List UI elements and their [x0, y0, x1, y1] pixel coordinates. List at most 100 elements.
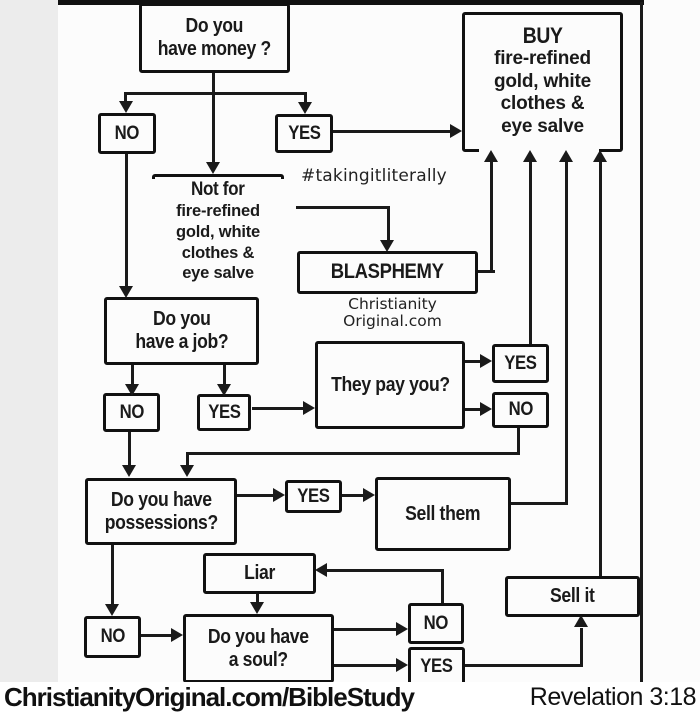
flow-line — [332, 130, 452, 133]
caption-band: ChristianityOriginal.com/BibleStudy Reve… — [0, 682, 700, 713]
arrowhead-up — [484, 150, 498, 162]
node-pay-yes: YES — [492, 344, 549, 383]
arrowhead-down — [298, 102, 312, 114]
node-have-money-label: Do you have money ? — [157, 15, 272, 60]
flow-line — [256, 593, 259, 604]
flow-line — [124, 92, 307, 95]
flow-line — [128, 431, 131, 467]
node-pay-no: NO — [492, 392, 549, 428]
flow-line — [141, 634, 173, 637]
arrowhead-up — [593, 150, 607, 162]
node-pay-yes-label: YES — [504, 352, 537, 374]
flow-line — [490, 161, 493, 273]
node-money-no-label: NO — [114, 122, 140, 144]
node-money-yes: YES — [275, 114, 333, 153]
flow-line — [131, 365, 134, 386]
flow-line — [511, 502, 568, 505]
node-money-yes-label: YES — [287, 122, 321, 144]
arrowhead-down — [180, 465, 194, 477]
top-border-bar — [58, 0, 644, 5]
node-buy-title: BUY — [522, 23, 563, 48]
arrowhead-down — [217, 384, 231, 396]
node-have-soul: Do you have a soul? — [183, 614, 334, 683]
node-soul-no-label: NO — [423, 612, 449, 634]
flow-line — [223, 365, 226, 386]
flow-line — [236, 494, 276, 497]
node-liar: Liar — [203, 553, 316, 594]
node-pay-no-label: NO — [508, 399, 533, 421]
left-margin-strip — [0, 0, 58, 684]
node-have-job-label: Do you have a job? — [135, 308, 228, 353]
node-soul-no: NO — [408, 603, 464, 644]
node-they-pay-you-label: They pay you? — [330, 373, 450, 396]
flow-line — [327, 569, 444, 572]
flow-line — [186, 452, 189, 466]
caption-website: ChristianityOriginal.com/BibleStudy — [4, 682, 415, 712]
node-buy: BUY fire-refined gold, white clothes & e… — [462, 12, 623, 152]
flow-line — [599, 161, 602, 576]
arrowhead-down — [105, 604, 119, 616]
node-sell-them-label: Sell them — [405, 502, 481, 525]
arrowhead-right — [480, 402, 492, 416]
node-possessions: Do you have possessions? — [85, 478, 237, 545]
watermark-text: Christianity Original.com — [343, 295, 442, 331]
arrowhead-down — [122, 465, 136, 477]
node-soul-yes-label: YES — [420, 655, 453, 677]
flow-line — [124, 92, 127, 102]
node-have-money: Do you have money ? — [139, 3, 290, 73]
arrowhead-down — [119, 286, 133, 298]
node-have-soul-label: Do you have a soul? — [208, 625, 309, 671]
arrowhead-right — [396, 622, 408, 636]
arrowhead-right — [480, 354, 492, 368]
node-money-no: NO — [98, 113, 156, 154]
flow-line — [125, 153, 128, 287]
arrowhead-up — [523, 150, 537, 162]
node-blasphemy: BLASPHEMY — [297, 251, 478, 294]
arrowhead-down — [250, 602, 264, 614]
node-sell-them: Sell them — [375, 477, 511, 551]
flow-line — [304, 92, 307, 103]
node-possessions-no-label: NO — [100, 626, 125, 648]
node-not-for-items: fire-refined gold, white clothes & eye s… — [176, 202, 260, 283]
node-possessions-label: Do you have possessions? — [104, 488, 218, 534]
buy-box-bottom-gap — [479, 148, 599, 156]
arrowhead-right — [303, 401, 315, 415]
arrowhead-right — [363, 488, 375, 502]
arrowhead-down — [119, 101, 133, 113]
flow-line — [285, 206, 390, 209]
arrowhead-left — [315, 563, 327, 577]
flow-line — [333, 664, 398, 667]
arrowhead-down — [125, 384, 139, 396]
node-not-for-title: Not for — [191, 179, 245, 200]
flow-line — [565, 161, 568, 505]
arrowhead-right — [450, 124, 462, 138]
node-not-for-text: Not for fire-refined gold, white clothes… — [140, 179, 296, 285]
arrowhead-up — [559, 150, 573, 162]
flow-line — [529, 161, 532, 344]
arrowhead-right — [273, 488, 285, 502]
node-possessions-no: NO — [84, 616, 141, 658]
node-possessions-yes-label: YES — [297, 485, 330, 507]
flow-line — [580, 628, 583, 667]
flow-line — [212, 72, 215, 164]
flow-line — [517, 428, 520, 455]
flow-line — [465, 408, 483, 411]
flow-line — [387, 206, 390, 241]
flow-line — [186, 452, 520, 455]
node-sell-it: Sell it — [505, 576, 640, 617]
flow-line — [464, 664, 583, 667]
node-buy-items: fire-refined gold, white clothes & eye s… — [493, 48, 591, 137]
node-have-job: Do you have a job? — [104, 297, 259, 365]
arrowhead-right — [171, 628, 183, 642]
flow-line — [111, 544, 114, 605]
node-job-no-label: NO — [119, 401, 144, 423]
caption-verse: Revelation 3:18 — [529, 683, 697, 711]
node-job-no: NO — [103, 393, 160, 432]
node-blasphemy-label: BLASPHEMY — [331, 260, 444, 284]
node-they-pay-you: They pay you? — [315, 341, 465, 429]
node-job-yes-label: YES — [207, 401, 241, 423]
node-liar-label: Liar — [244, 562, 275, 584]
flow-line — [478, 270, 495, 273]
node-soul-yes: YES — [408, 647, 465, 686]
